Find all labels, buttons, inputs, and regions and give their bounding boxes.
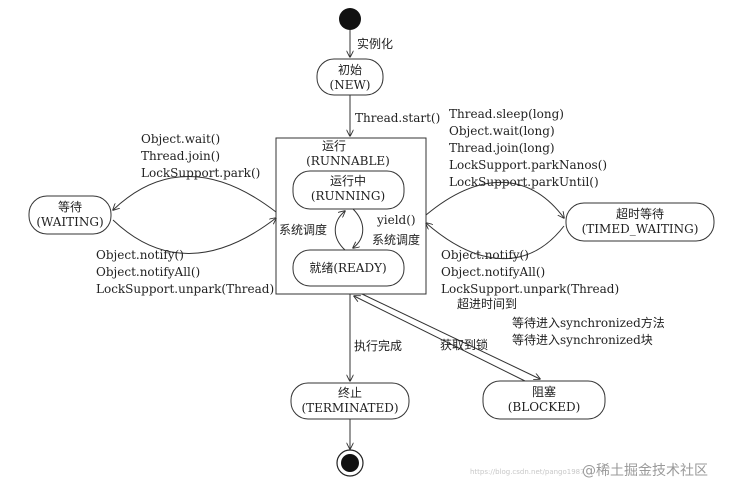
state-ready-box — [292, 249, 405, 287]
label-from-waiting-2: Object.notifyAll() — [96, 265, 200, 279]
end-node-core — [341, 454, 359, 472]
state-runnable-code: (RUNNABLE) — [306, 154, 390, 168]
label-to-waiting-3: LockSupport.park() — [141, 166, 260, 180]
label-finish: 执行完成 — [354, 338, 402, 353]
state-blocked-name: 阻塞 — [532, 384, 556, 399]
state-blocked-code: (BLOCKED) — [508, 400, 581, 414]
edge-ready-to-running — [334, 211, 345, 251]
state-running-box — [292, 170, 405, 210]
label-from-waiting-3: LockSupport.unpark(Thread) — [96, 282, 274, 296]
label-to-waiting-1: Object.wait() — [141, 132, 220, 146]
watermark-text: @稀土掘金技术社区 — [582, 463, 708, 479]
state-waiting-box — [28, 195, 112, 235]
state-runnable-title: 运行 — [322, 139, 346, 153]
label-to-timed-3: Thread.join(long) — [449, 141, 555, 155]
label-to-timed-2: Object.wait(long) — [449, 124, 555, 138]
label-from-timed-2: Object.notifyAll() — [441, 265, 545, 279]
state-new: 初始 (NEW) — [316, 58, 384, 96]
edge-running-to-ready — [353, 208, 364, 248]
label-to-timed-1: Thread.sleep(long) — [449, 107, 564, 121]
state-running-name: 运行中 — [330, 173, 366, 188]
label-from-timed-1: Object.notify() — [441, 248, 529, 262]
state-timed-waiting-name: 超时等待 — [616, 206, 664, 221]
state-runnable: 运行 (RUNNABLE) 运行中 (RUNNING) 就绪(READY) 系统… — [275, 137, 427, 295]
edge-runnable-to-waiting — [113, 176, 277, 213]
state-terminated-name: 终止 — [338, 385, 362, 400]
state-terminated: 终止 (TERMINATED) — [290, 382, 410, 420]
state-timed-waiting-box — [565, 202, 715, 242]
edge-timed-to-runnable — [426, 223, 565, 260]
label-to-waiting-2: Thread.join() — [141, 149, 220, 163]
state-ready-name: 就绪(READY) — [309, 261, 386, 275]
label-acquire-lock: 获取到锁 — [440, 337, 488, 352]
state-blocked: 阻塞 (BLOCKED) — [482, 380, 606, 420]
label-sched-right: 系统调度 — [372, 232, 420, 247]
edge-waiting-to-runnable — [112, 218, 276, 254]
state-new-code: (NEW) — [330, 78, 371, 92]
state-running-code: (RUNNING) — [311, 189, 385, 203]
label-to-timed-5: LockSupport.parkUntil() — [449, 175, 599, 189]
state-waiting-code: (WAITING) — [36, 215, 103, 229]
state-timed-waiting: 超时等待 (TIMED_WAITING) — [565, 202, 715, 242]
state-waiting-name: 等待 — [58, 200, 82, 214]
watermark-url: https://blog.csdn.net/pango1987 — [470, 468, 585, 476]
label-to-timed-4: LockSupport.parkNanos() — [449, 158, 607, 172]
label-to-blocked-1: 等待进入synchronized方法 — [512, 315, 665, 330]
edge-runnable-to-timed — [425, 181, 564, 218]
edge-runnable-to-blocked — [361, 293, 540, 379]
label-to-blocked-2: 等待进入synchronized块 — [512, 333, 653, 347]
state-timed-waiting-code: (TIMED_WAITING) — [582, 222, 699, 236]
state-blocked-box — [482, 380, 606, 420]
label-thread-start: Thread.start() — [355, 111, 440, 125]
label-from-timed-4: 超进时间到 — [457, 296, 517, 311]
state-waiting: 等待 (WAITING) — [28, 195, 112, 235]
label-from-waiting-1: Object.notify() — [96, 248, 184, 262]
label-sched-left: 系统调度 — [279, 222, 327, 237]
label-yield: yield() — [376, 213, 416, 227]
label-from-timed-3: LockSupport.unpark(Thread) — [441, 282, 619, 296]
edge-blocked-to-runnable — [354, 296, 526, 382]
start-node — [339, 8, 361, 30]
label-instantiate: 实例化 — [357, 36, 393, 51]
state-new-name: 初始 — [338, 63, 362, 77]
state-terminated-code: (TERMINATED) — [301, 401, 398, 415]
